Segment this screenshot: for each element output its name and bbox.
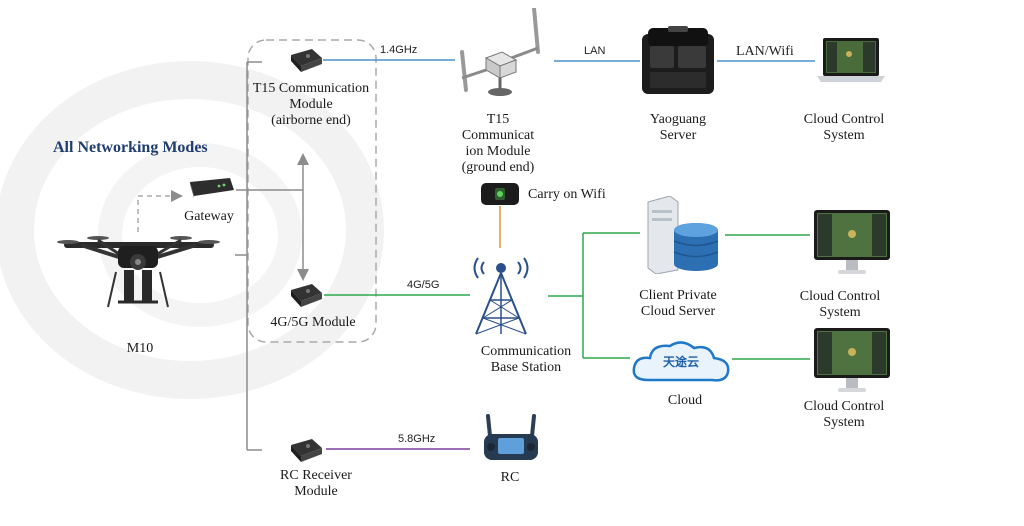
- ccs-laptop-node: [815, 36, 887, 88]
- radio-module-icon: [291, 49, 322, 72]
- t15-airborne-label: T15 Communication Module (airborne end): [252, 81, 370, 128]
- cloud-label: Cloud: [667, 393, 703, 408]
- link-label-4g5g: 4G/5G: [407, 279, 440, 291]
- yaoguang-server-node: [638, 24, 718, 96]
- diagram-title: All Networking Modes: [53, 139, 208, 156]
- wifi-node: [480, 182, 520, 206]
- remote-controller-icon: [484, 414, 538, 460]
- g45-module-label: 4G/5G Module: [270, 315, 356, 330]
- wifi-label: Carry on Wifi: [528, 187, 606, 202]
- link-label-1-4ghz: 1.4GHz: [380, 44, 418, 56]
- cloud-badge: 天途云: [662, 355, 699, 369]
- rc-receiver-label: RC Receiver Module: [280, 468, 352, 499]
- t15-airborne-node: [288, 46, 324, 74]
- monitor-icon: [814, 328, 890, 392]
- client-cloud-server-node: [642, 196, 726, 274]
- m10-node: [56, 232, 221, 317]
- base-station-label: Communication Base Station: [480, 344, 572, 375]
- rc-node: [482, 414, 540, 464]
- ccs-monitor1-label: Cloud Control System: [799, 289, 881, 320]
- laptop-icon: [817, 38, 885, 82]
- server-case-icon: [642, 26, 714, 94]
- m10-label: M10: [126, 341, 154, 356]
- gateway-node: [186, 176, 236, 198]
- t15-ground-node: [452, 8, 552, 100]
- antenna-station-icon: [460, 8, 540, 96]
- radio-module-icon: [291, 439, 322, 462]
- rc-label: RC: [500, 470, 520, 485]
- base-station-node: [470, 248, 532, 336]
- drone-icon: [57, 236, 220, 308]
- client-cloud-server-label: Client Private Cloud Server: [639, 288, 717, 319]
- ccs-laptop-label: Cloud Control System: [803, 112, 885, 143]
- monitor-icon: [814, 210, 890, 274]
- module-group-box: [247, 39, 377, 343]
- rc-receiver-node: [288, 436, 324, 464]
- yaoguang-server-label: Yaoguang Server: [649, 112, 707, 143]
- gateway-icon: [190, 178, 234, 198]
- link-label-lan-wifi: LAN/Wifi: [736, 44, 794, 59]
- t15-ground-label: T15 Communicat ion Module (ground end): [461, 112, 535, 175]
- link-label-5-8ghz: 5.8GHz: [398, 433, 436, 445]
- ccs-monitor1-node: [812, 208, 892, 276]
- wifi-router-icon: [481, 183, 519, 205]
- database-server-icon: [647, 196, 719, 274]
- gateway-label: Gateway: [184, 209, 234, 224]
- link-label-lan: LAN: [584, 45, 606, 57]
- g45-module-node: [288, 281, 324, 309]
- ccs-monitor2-node: [812, 326, 892, 394]
- ccs-monitor2-label: Cloud Control System: [803, 399, 885, 430]
- cell-tower-icon: [473, 257, 529, 335]
- cloud-node: 天途云: [630, 338, 732, 384]
- radio-module-icon: [291, 284, 322, 307]
- cloud-icon: [632, 341, 730, 382]
